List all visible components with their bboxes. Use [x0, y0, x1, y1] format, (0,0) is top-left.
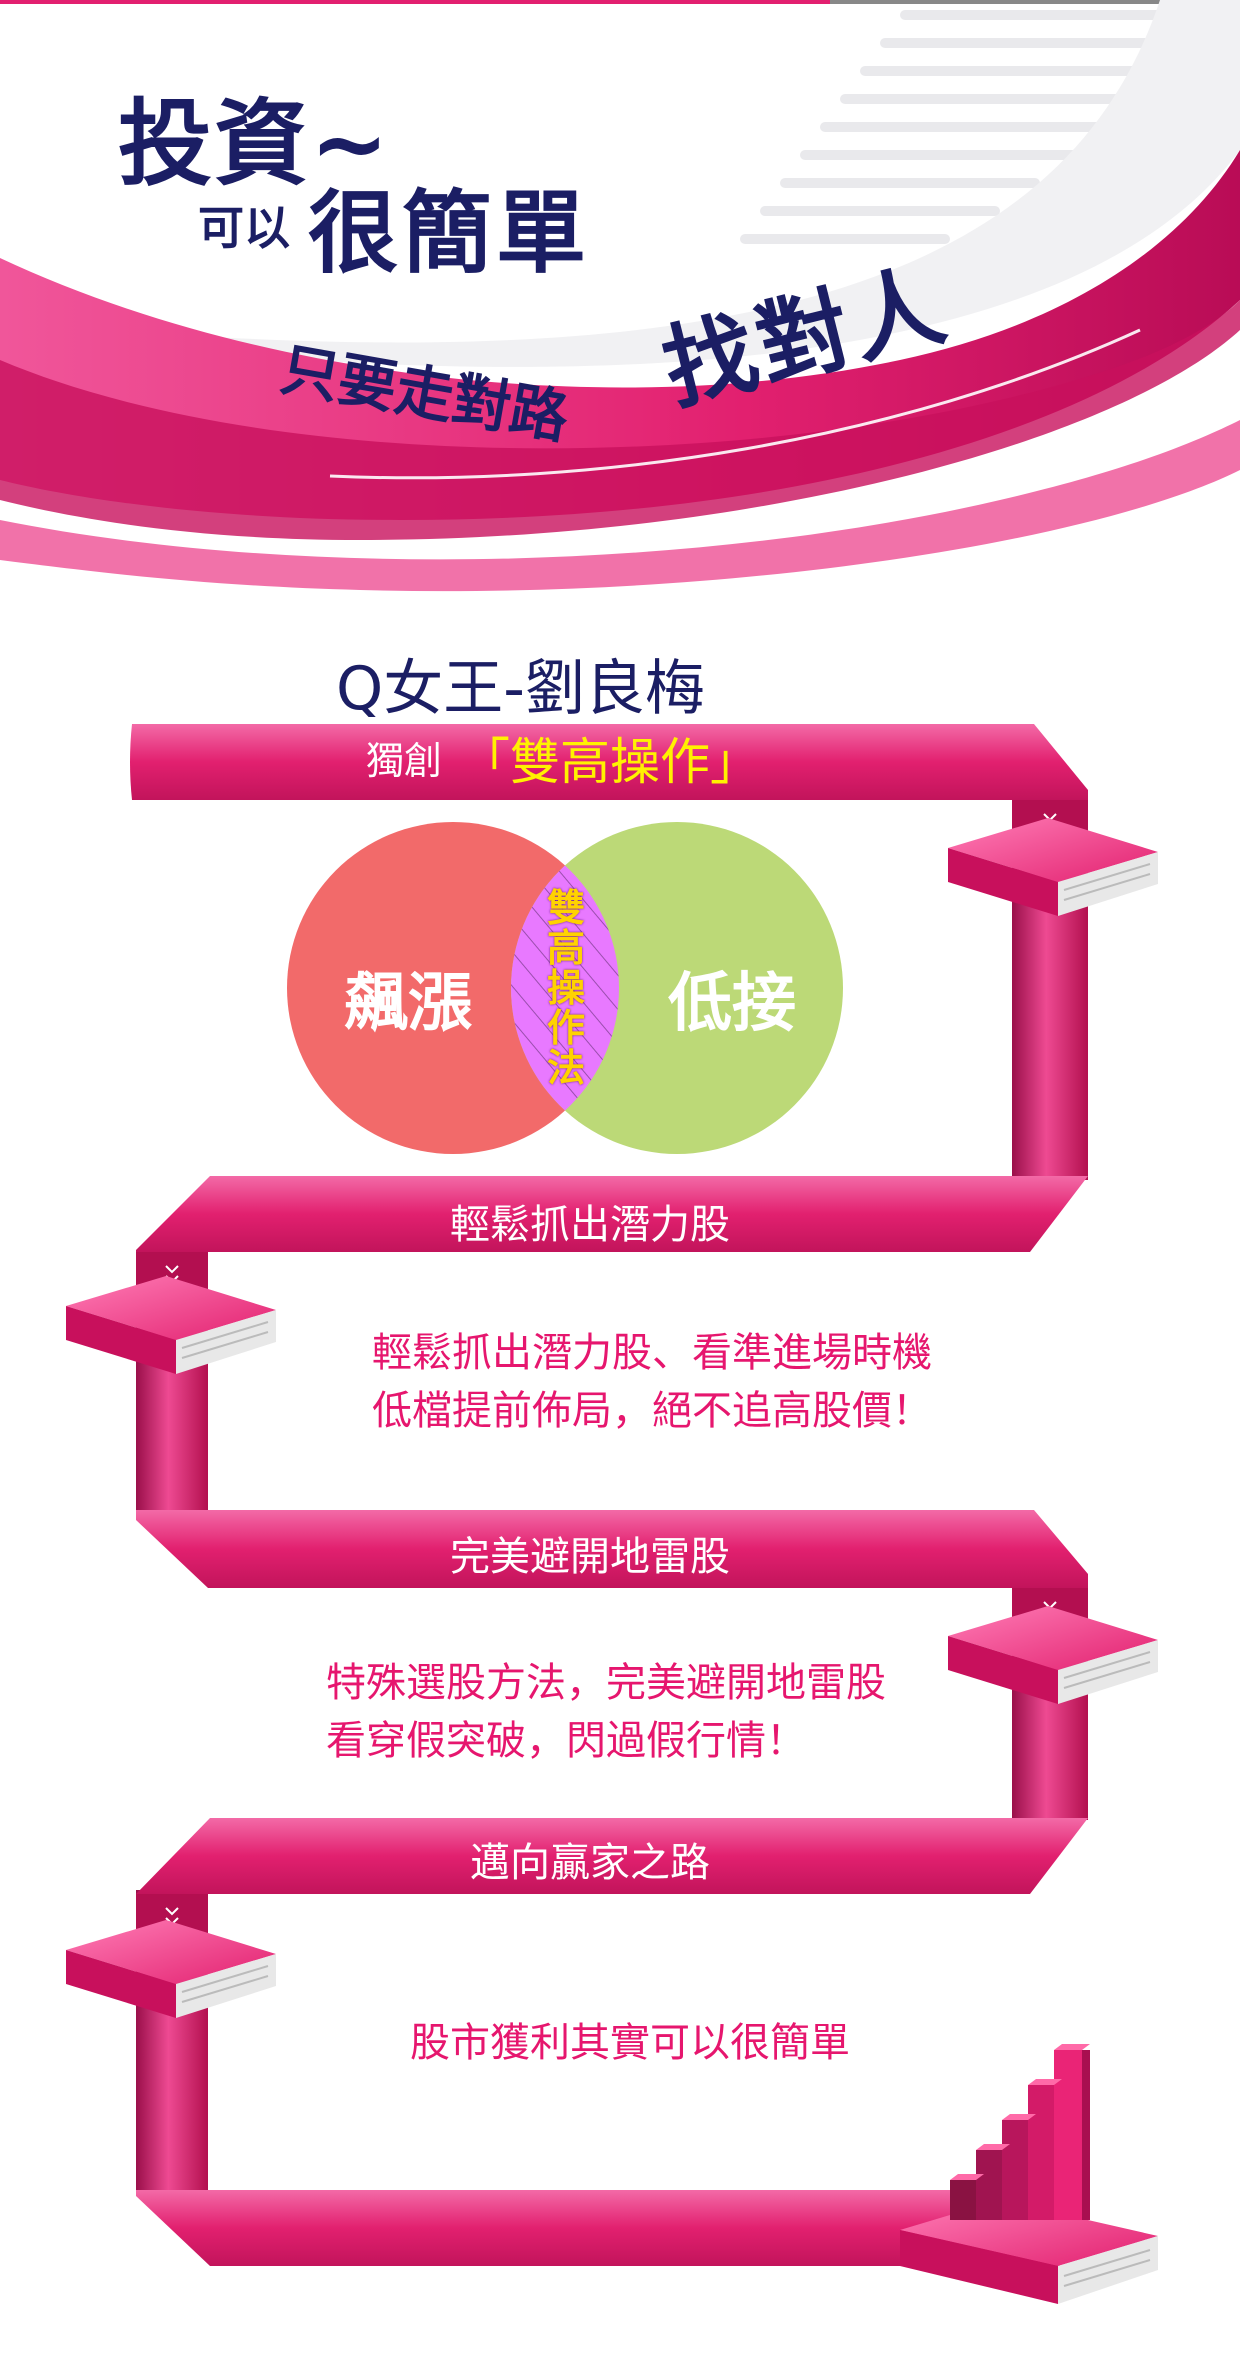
section1-prefix: 獨創	[366, 739, 443, 783]
brand-name: Q女王-劉良梅	[336, 654, 705, 724]
hero-title-line1: 投資~	[118, 90, 391, 199]
bar-chart-icon	[950, 2044, 1090, 2220]
book-icon	[948, 818, 1158, 916]
hero-title-line2: 很簡單	[308, 181, 590, 286]
venn-center-label: 雙高操作法	[546, 886, 585, 1090]
section4-line1: 股市獲利其實可以很簡單	[410, 2020, 850, 2066]
venn-diagram	[287, 822, 843, 1154]
venn-right-label: 低接	[668, 967, 796, 1041]
book-icon	[66, 1276, 276, 1374]
section1-highlight: 「雙高操作」	[460, 733, 760, 791]
section3-line2: 看穿假突破，閃過假行情！	[326, 1718, 806, 1764]
section3-line1: 特殊選股方法，完美避開地雷股	[326, 1660, 886, 1706]
section2-line2: 低檔提前佈局，絕不追高股價！	[372, 1388, 932, 1434]
section3-title: 完美避開地雷股	[450, 1534, 730, 1580]
venn-left-label: 飆漲	[344, 967, 472, 1041]
section2-title: 輕鬆抓出潛力股	[450, 1202, 730, 1248]
section4-title: 邁向贏家之路	[470, 1840, 710, 1886]
section2-line1: 輕鬆抓出潛力股、看準進場時機	[372, 1330, 932, 1376]
book-icon	[948, 1606, 1158, 1704]
book-icon	[66, 1920, 276, 2018]
hero-title-line2-prefix: 可以	[198, 201, 290, 255]
